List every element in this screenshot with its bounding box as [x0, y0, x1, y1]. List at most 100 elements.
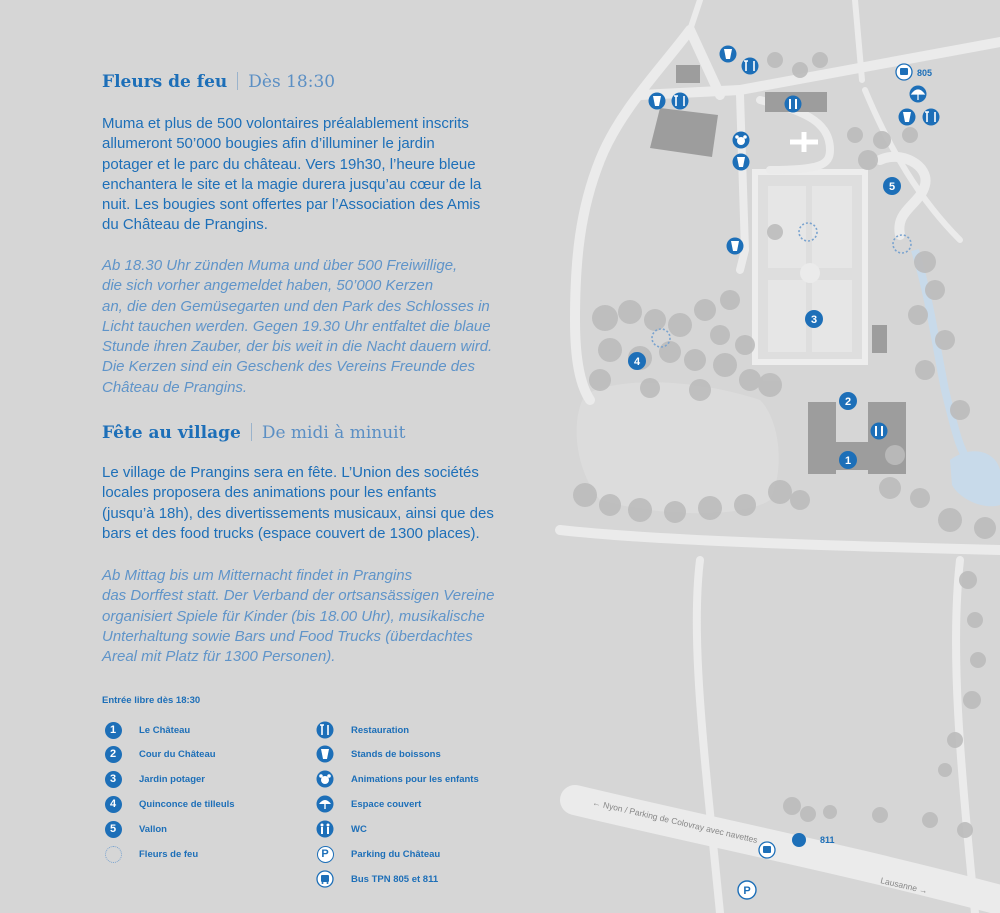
marker-5: 5 — [883, 177, 901, 195]
bus-icon-805 — [895, 63, 913, 81]
legend-item-chateau: 1 Le Château — [104, 721, 190, 739]
text-line: Muma et plus de 500 volontaires préalabl… — [102, 115, 469, 132]
fire-flower-markers — [651, 222, 912, 348]
text-line: Stunde ihren Zauber, der bis weit in die… — [102, 338, 493, 356]
pond — [950, 451, 1000, 507]
text-line: an, die den Gemüsegarten und den Park de… — [102, 297, 490, 315]
kids-icon — [316, 770, 334, 788]
text-line: Ab 18.30 Uhr zünden Muma und über 500 Fr… — [102, 257, 458, 274]
svg-text:2: 2 — [845, 396, 851, 408]
text-line: Unterhaltung sowie Bars und Food Trucks … — [102, 627, 473, 645]
legend-label: Bus TPN 805 et 811 — [351, 873, 439, 885]
legend-label: WC — [351, 823, 367, 835]
section2-time: De midi à minuit — [261, 423, 406, 443]
wc-icon — [784, 95, 802, 113]
number-1-icon: 1 — [104, 721, 122, 739]
section2-title: Fête au village — [102, 423, 241, 443]
svg-text:P: P — [743, 885, 750, 897]
drinks-icon — [732, 153, 750, 171]
parking-marker: P — [737, 880, 757, 900]
section2-german-text: Ab Mittag bis um Mitternacht findet in P… — [102, 566, 532, 667]
text-line: du Château de Prangins. — [102, 216, 268, 234]
text-line: das Dorffest statt. Der Verband der orts… — [102, 587, 495, 605]
section1-time: Dès 18:30 — [248, 72, 336, 92]
legend-label: Restauration — [351, 724, 410, 736]
legend-item-parking: P Parking du Château — [316, 845, 440, 863]
fire-flower-icon — [104, 845, 122, 863]
section1-german-text: Ab 18.30 Uhr zünden Muma und über 500 Fr… — [102, 256, 532, 398]
legend-item-vallon: 5 Vallon — [104, 820, 167, 838]
legend-label: Cour du Château — [139, 748, 216, 760]
marker-2: 2 — [839, 392, 857, 410]
wc-icon — [316, 820, 334, 838]
legend-item-boissons: Stands de boissons — [316, 745, 441, 763]
drinks-icon — [648, 92, 666, 110]
text-line: Ab Mittag bis um Mitternacht findet in P… — [102, 567, 413, 584]
heading-divider — [250, 423, 252, 441]
drinks-icon — [719, 45, 737, 63]
legend-label: Le Château — [139, 724, 191, 736]
drinks-icon — [726, 237, 744, 255]
section2-french-text: Le village de Prangins sera en fête. L’U… — [102, 463, 532, 544]
number-5-icon: 5 — [104, 820, 122, 838]
marker-4: 4 — [628, 352, 646, 370]
restaurant-icon — [316, 721, 334, 739]
wc-icon — [870, 422, 888, 440]
bus-805-label: 805 — [917, 68, 932, 78]
restaurant-icon — [741, 57, 759, 75]
text-line: organisiert Spiele für Kinder (bis 18.00… — [102, 607, 485, 625]
legend-item-quinconce: 4 Quinconce de tilleuls — [104, 795, 235, 813]
heading-divider — [237, 72, 239, 90]
legend-item-animations: Animations pour les enfants — [316, 770, 479, 788]
legend-label: Espace couvert — [351, 798, 422, 810]
section1-french-text: Muma et plus de 500 volontaires préalabl… — [102, 114, 532, 236]
text-line: potager et le parc du château. Vers 19h3… — [102, 155, 476, 173]
text-line: Areal mit Platz für 1300 Personen). — [102, 648, 336, 666]
legend-label: Parking du Château — [351, 848, 441, 860]
number-2-icon: 2 — [104, 745, 122, 763]
text-line: die sich vorher angemeldet haben, 50’000… — [102, 277, 434, 295]
map-service-icons — [648, 45, 940, 859]
legend-item-espace-couvert: Espace couvert — [316, 795, 421, 813]
svg-text:3: 3 — [811, 314, 817, 326]
legend-label: Vallon — [139, 823, 167, 835]
text-line: nuit. Les bougies sont offertes par l’As… — [102, 196, 481, 214]
legend-item-cour: 2 Cour du Château — [104, 745, 216, 763]
legend-item-bus: Bus TPN 805 et 811 — [316, 870, 438, 888]
legend-label: Jardin potager — [139, 773, 205, 785]
umbrella-icon — [316, 795, 334, 813]
text-line: allumeront 50’000 bougies afin d’illumin… — [102, 135, 435, 153]
svg-text:5: 5 — [889, 181, 895, 193]
stream — [911, 248, 978, 473]
text-line: enchantera le site et la magie durera ju… — [102, 175, 482, 193]
text-line: Licht tauchen werden. Gegen 19.30 Uhr en… — [102, 317, 491, 335]
bus-stop-icon — [792, 833, 806, 847]
drinks-icon — [316, 745, 334, 763]
legend-label: Stands de boissons — [351, 748, 441, 760]
text-line: bars et des food trucks (espace couvert … — [102, 524, 480, 542]
umbrella-icon — [909, 85, 927, 103]
svg-text:1: 1 — [845, 455, 851, 467]
bus-811-label: 811 — [820, 835, 835, 845]
legend-item-restauration: Restauration — [316, 721, 409, 739]
legend-item-fleurs: Fleurs de feu — [104, 845, 198, 863]
legend-label: Animations pour les enfants — [351, 773, 479, 785]
restaurant-icon — [922, 108, 940, 126]
entry-note: Entrée libre dès 18:30 — [102, 695, 201, 706]
number-4-icon: 4 — [104, 795, 122, 813]
legend-label: Fleurs de feu — [139, 848, 199, 860]
drinks-icon — [898, 108, 916, 126]
bus-icon — [316, 870, 334, 888]
trees — [573, 52, 996, 838]
restaurant-icon — [671, 92, 689, 110]
roads — [555, 0, 1000, 913]
bus-icon-811 — [758, 841, 776, 859]
text-line: Die Kerzen sind ein Geschenk des Vereins… — [102, 358, 475, 376]
parking-icon: P — [316, 845, 334, 863]
marker-3: 3 — [805, 310, 823, 328]
legend-label: Quinconce de tilleuls — [139, 798, 235, 810]
legend-item-wc: WC — [316, 820, 367, 838]
text-line: Château de Prangins. — [102, 378, 248, 396]
kids-icon — [732, 131, 750, 149]
